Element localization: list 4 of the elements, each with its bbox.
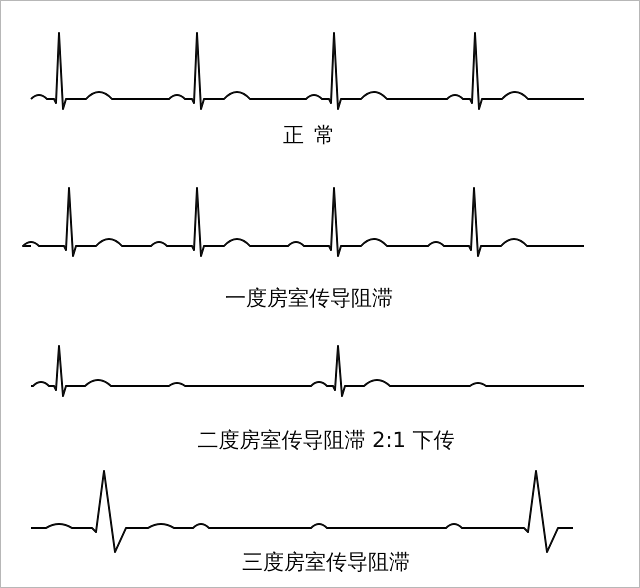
trace-caption: 三度房室传导阻滞 xyxy=(242,549,410,576)
trace-caption: 一度房室传导阻滞 xyxy=(225,285,393,312)
trace-caption: 二度房室传导阻滞 2:1 下传 xyxy=(197,427,455,454)
trace-caption: 正常 xyxy=(283,122,345,149)
